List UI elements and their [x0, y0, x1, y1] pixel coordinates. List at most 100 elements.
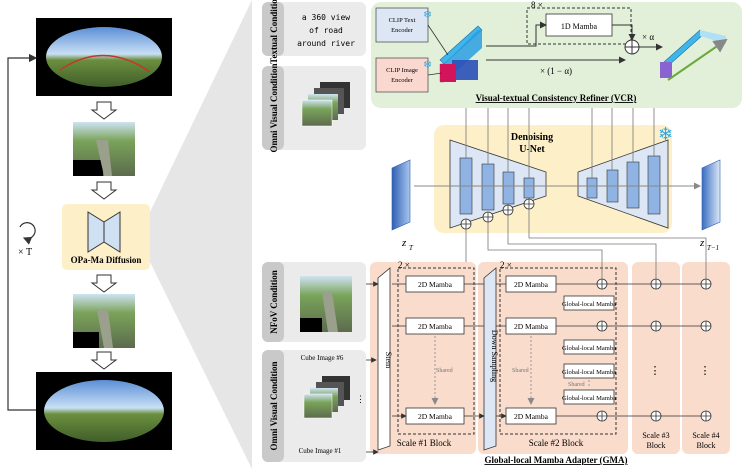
- svg-text:U-Net: U-Net: [519, 144, 545, 155]
- svg-text:2D Mamba: 2D Mamba: [418, 280, 453, 289]
- down-sampling-block: [483, 267, 497, 451]
- global-local-mamba-box: [563, 295, 615, 311]
- svg-text:2D Mamba: 2D Mamba: [418, 412, 453, 421]
- svg-text:⋮: ⋮: [700, 365, 711, 377]
- add-node-icon: [650, 278, 712, 422]
- svg-text:Shared: Shared: [568, 382, 585, 388]
- svg-text:Scale #3: Scale #3: [642, 431, 669, 440]
- scale2-label: Scale #2 Block: [529, 438, 584, 448]
- svg-text:T: T: [409, 244, 414, 252]
- gma-module: Stem 2 × 2D Mamba 2D Mamba 2D Mamba Shar…: [370, 209, 730, 465]
- svg-text:Encoder: Encoder: [391, 77, 413, 84]
- vcr-module: CLIP Text Encoder ❄ CLIP Image Encoder ❄…: [371, 0, 742, 108]
- model-label: OPa-Ma Diffusion: [71, 255, 142, 265]
- unet-decoder: [577, 139, 669, 229]
- mamba-repeat-frame: [526, 7, 632, 45]
- svg-text:2 ×: 2 ×: [500, 260, 512, 270]
- svg-text:× (1 − α): × (1 − α): [540, 66, 572, 76]
- textual-condition: Textual Condition a 360 view of road aro…: [262, 0, 366, 64]
- svg-text:Global-local Mamba: Global-local Mamba: [562, 345, 616, 352]
- omni-visual-label: Omni Visual Condition: [269, 63, 279, 152]
- svg-text:Encoder: Encoder: [391, 27, 413, 34]
- svg-text:2D Mamba: 2D Mamba: [514, 412, 549, 421]
- clip-text-encoder: [375, 7, 429, 43]
- latent-zt-minus-1: z T−1: [699, 159, 721, 252]
- ellipsis: ⋮: [356, 394, 365, 404]
- svg-text:Down Sampling: Down Sampling: [490, 330, 499, 382]
- left-pipeline: OPa-Ma Diffusion × T: [7, 18, 172, 450]
- stem-block: [377, 267, 391, 451]
- svg-text:2D Mamba: 2D Mamba: [514, 322, 549, 331]
- loop-arrow-icon: [19, 222, 36, 245]
- repeat-label: × T: [18, 247, 32, 258]
- nfov-condition-label: NFoV Condition: [269, 270, 279, 334]
- latent-zt: z T: [391, 159, 414, 252]
- svg-text:Shared: Shared: [512, 368, 529, 374]
- svg-text:Global-local Mamba: Global-local Mamba: [562, 395, 616, 402]
- nfov-condition: NFoV Condition: [262, 262, 366, 342]
- svg-text:1D Mamba: 1D Mamba: [561, 22, 598, 31]
- scale1-repeat-frame: [397, 267, 475, 435]
- svg-text:z: z: [699, 237, 705, 249]
- svg-text:⋮: ⋮: [650, 365, 661, 377]
- cube-image-1-label: Cube Image #1: [299, 447, 342, 455]
- svg-text:Denoising: Denoising: [511, 132, 553, 143]
- omni-visual-label-bottom: Omni Visual Condition: [269, 361, 279, 450]
- cube-image-stack-bottom: [303, 393, 333, 419]
- global-local-mamba-box: [563, 363, 615, 379]
- svg-text:Global-local Mamba: Global-local Mamba: [562, 301, 616, 308]
- scale2-repeat-frame: [499, 267, 617, 435]
- frozen-snowflake-icon: ❄: [423, 59, 432, 71]
- prompt-line-2: of road: [309, 26, 343, 35]
- prompt-line-3: around river: [297, 39, 355, 48]
- svg-text:× α: × α: [642, 32, 654, 42]
- prompt-line-1: a 360 view: [302, 13, 350, 22]
- clip-image-encoder: [375, 57, 429, 93]
- down-arrow-icon: [90, 351, 118, 370]
- down-arrow-icon: [90, 274, 118, 293]
- svg-text:T−1: T−1: [707, 244, 719, 252]
- svg-text:Block: Block: [696, 441, 715, 450]
- token-strip: [439, 25, 483, 83]
- frozen-snowflake-icon: ❄: [658, 124, 673, 144]
- svg-text:Scale #4: Scale #4: [692, 431, 719, 440]
- unet-block: [626, 161, 640, 209]
- svg-text:Block: Block: [646, 441, 665, 450]
- down-arrow-icon: [90, 101, 118, 120]
- svg-text:2D Mamba: 2D Mamba: [514, 280, 549, 289]
- unet-block: [481, 163, 495, 211]
- unet-encoder: [449, 139, 547, 229]
- svg-text:Global-local Mamba: Global-local Mamba: [562, 369, 616, 376]
- textual-condition-label: Textual Condition: [269, 0, 279, 64]
- scale1-label: Scale #1 Block: [397, 438, 452, 448]
- down-arrow-icon: [90, 181, 118, 200]
- unet-block: [502, 171, 515, 205]
- skip-add-nodes: [460, 198, 535, 230]
- svg-text:z: z: [401, 237, 407, 249]
- add-node-icon: [596, 278, 608, 422]
- svg-text:8 ×: 8 ×: [531, 0, 543, 10]
- frozen-snowflake-icon: ❄: [423, 9, 432, 21]
- unet-block: [523, 177, 535, 199]
- svg-text:2 ×: 2 ×: [398, 260, 410, 270]
- refined-token-strip: [660, 29, 726, 78]
- global-local-mamba-box: [563, 389, 615, 405]
- svg-text:CLIP Image: CLIP Image: [386, 67, 418, 74]
- unet-block: [647, 155, 661, 215]
- unet-module: Denoising U-Net ❄: [434, 108, 673, 233]
- svg-text:2D Mamba: 2D Mamba: [418, 322, 453, 331]
- omni-visual-condition-bottom: Omni Visual Condition Cube Image #6 ⋮ Cu…: [262, 350, 366, 462]
- zoom-wedge: [150, 0, 252, 469]
- gma-title: Global-local Mamba Adapter (GMA): [484, 455, 627, 465]
- global-local-mamba-box: [563, 339, 615, 355]
- cube-image-stack: [301, 99, 333, 127]
- svg-text:Stem: Stem: [384, 352, 393, 369]
- unet-block: [586, 177, 598, 199]
- feedback-arrow: [7, 53, 38, 411]
- vcr-title: Visual-textual Consistency Refiner (VCR): [476, 93, 637, 103]
- svg-text:CLIP Text: CLIP Text: [389, 17, 416, 24]
- svg-text:Shared: Shared: [436, 368, 453, 374]
- omni-visual-condition-top: Omni Visual Condition: [262, 63, 366, 153]
